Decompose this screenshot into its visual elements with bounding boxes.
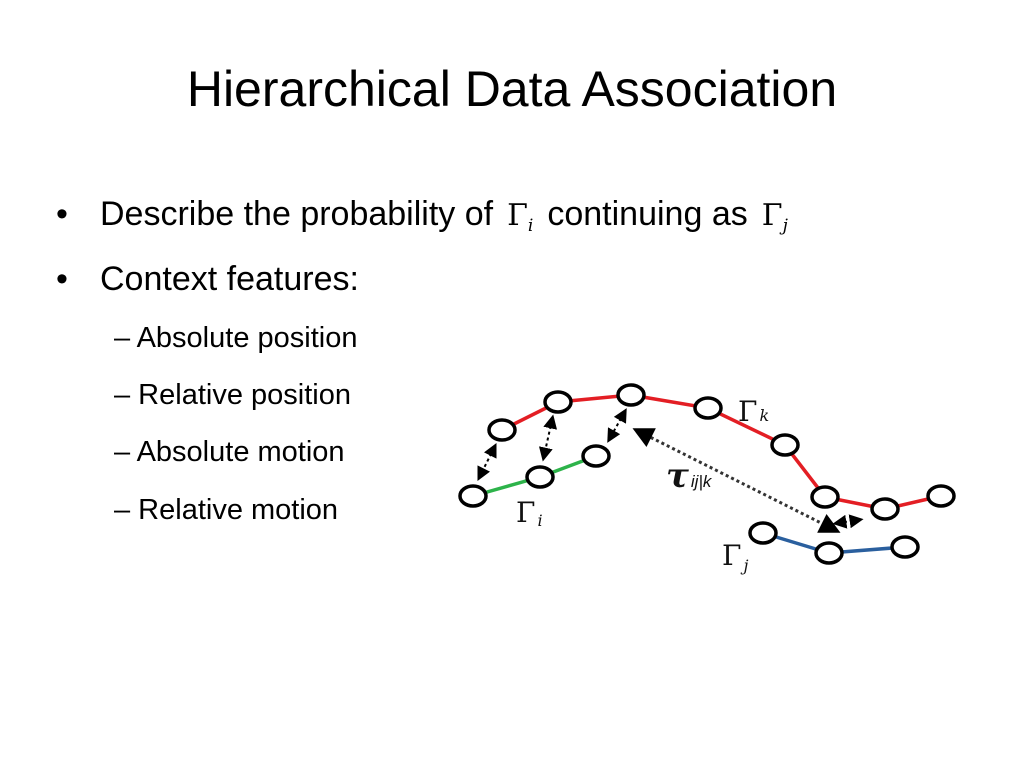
track-node xyxy=(770,433,800,457)
tracklet-k-nodes xyxy=(487,383,956,521)
track-node xyxy=(693,396,723,420)
track-node xyxy=(748,521,778,545)
track-node xyxy=(458,484,488,508)
bullet-marker: • xyxy=(56,260,68,298)
track-node xyxy=(890,535,920,559)
track-node xyxy=(487,418,517,442)
track-node xyxy=(810,485,840,509)
subitem-relative-position: – Relative position xyxy=(114,379,351,411)
tracklet-j-nodes xyxy=(748,521,920,565)
track-node xyxy=(543,390,573,414)
relative-position-arrow xyxy=(538,414,558,462)
subitem-relative-motion: – Relative motion xyxy=(114,494,339,526)
bullet-describe-probability: • Describe the probability of Γi continuing… xyxy=(56,197,788,235)
tracklet-i-nodes xyxy=(458,444,611,508)
track-node xyxy=(616,383,646,407)
track-node xyxy=(581,444,611,468)
subitem-absolute-position: – Absolute position xyxy=(114,322,358,354)
slide-title: Hierarchical Data Association xyxy=(186,61,838,117)
tau-dashed-arrow xyxy=(632,428,841,533)
relative-position-arrow xyxy=(477,442,497,482)
relative-position-arrow xyxy=(832,514,864,529)
bullet-text-middle: continuing as xyxy=(547,195,748,233)
relative-position-arrow xyxy=(607,408,627,443)
bullet-context-features: • Context features: xyxy=(56,262,359,296)
bullet-marker: • xyxy=(56,195,68,233)
subitem-absolute-motion: – Absolute motion xyxy=(114,436,345,468)
gamma-j-symbol: Γj xyxy=(761,198,788,236)
track-node xyxy=(525,465,555,489)
track-node xyxy=(814,541,844,565)
track-node xyxy=(870,497,900,521)
bullet-text: Context features: xyxy=(100,260,359,298)
track-node xyxy=(926,484,956,508)
bullet-text-before: Describe the probability of xyxy=(100,195,494,233)
gamma-i-symbol: Γi xyxy=(507,198,534,236)
